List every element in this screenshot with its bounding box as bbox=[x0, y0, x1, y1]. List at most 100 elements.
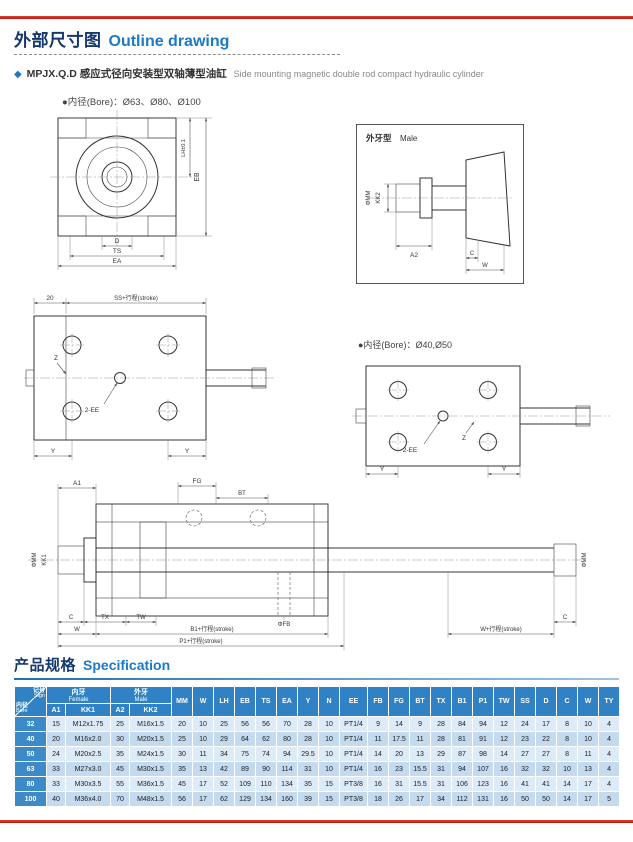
col-header: C bbox=[556, 686, 579, 717]
spec-cell: M36x1.5 bbox=[129, 776, 173, 792]
spec-cell: 34 bbox=[213, 746, 236, 762]
spec-cell: 84 bbox=[451, 716, 474, 732]
spec-cell: 15 bbox=[318, 791, 341, 807]
spec-cell: M48x1.5 bbox=[129, 791, 173, 807]
spec-cell: 31 bbox=[430, 776, 453, 792]
male-box-title-zh: 外牙型 bbox=[365, 133, 392, 143]
page-title-en: Outline drawing bbox=[108, 33, 230, 50]
dim-label-lh: LH±0.1 bbox=[181, 139, 187, 157]
spec-cell: 131 bbox=[472, 791, 495, 807]
male-box-title-en: Male bbox=[400, 134, 418, 143]
spec-cell: 20 bbox=[171, 716, 194, 732]
spec-cell: 94 bbox=[451, 761, 474, 777]
spec-cell: 15.5 bbox=[409, 761, 432, 777]
spec-cell: 123 bbox=[472, 776, 495, 792]
dim-label-ss-stroke: SS+行程(stroke) bbox=[114, 294, 158, 302]
col-header: D bbox=[535, 686, 558, 717]
spec-cell: 17 bbox=[409, 791, 432, 807]
spec-cell: 10 bbox=[577, 716, 600, 732]
side-view-large-drawing: 20 SS+行程(stroke) 2-EE Z Y Y bbox=[24, 294, 274, 460]
dim-label-c: C bbox=[470, 251, 475, 257]
spec-cell: 35 bbox=[297, 776, 320, 792]
section-view-drawing: ΦMM KK1 ΦMM A1 FG BT C TX bbox=[28, 478, 588, 650]
dim-label-y-left: Y bbox=[380, 466, 385, 473]
col-header: FG bbox=[388, 686, 411, 717]
spec-cell: 28 bbox=[430, 716, 453, 732]
col-header: BT bbox=[409, 686, 432, 717]
dim-label-b1-stroke: B1+行程(stroke) bbox=[190, 625, 233, 633]
spec-cell: 10 bbox=[318, 761, 341, 777]
spec-cell: 4 bbox=[598, 731, 621, 747]
col-header: W bbox=[192, 686, 215, 717]
bore-note-large: ●内径(Bore)：Ø63、Ø80、Ø100 bbox=[62, 97, 201, 108]
spec-cell: 45 bbox=[171, 776, 194, 792]
spec-cell: 56 bbox=[234, 716, 257, 732]
spec-cell: 14 bbox=[556, 776, 579, 792]
spec-heading-en: Specification bbox=[83, 657, 171, 673]
spec-cell: 16 bbox=[493, 776, 516, 792]
spec-cell: 29.5 bbox=[297, 746, 320, 762]
product-name-zh: 感应式径向安装型双轴薄型油缸 bbox=[79, 68, 227, 80]
spec-cell: M20x1.5 bbox=[129, 731, 173, 747]
spec-cell: 23 bbox=[388, 761, 411, 777]
spec-cell: 35 bbox=[171, 761, 194, 777]
col-header: TS bbox=[255, 686, 278, 717]
subcol-header-kk1: KK1 bbox=[64, 703, 112, 717]
spec-cell: 11 bbox=[409, 731, 432, 747]
col-header: EB bbox=[234, 686, 257, 717]
spec-cell: 80 bbox=[276, 731, 299, 747]
diamond-bullet: ◆ bbox=[14, 69, 22, 80]
col-header: SS bbox=[514, 686, 537, 717]
product-name-en: Side mounting magnetic double rod compac… bbox=[233, 69, 484, 79]
col-header: TW bbox=[493, 686, 516, 717]
spec-cell: 109 bbox=[234, 776, 257, 792]
bore-cell: 32 bbox=[14, 716, 47, 732]
spec-cell: 24 bbox=[46, 746, 66, 762]
spec-cell: 94 bbox=[276, 746, 299, 762]
dim-label-kk1: KK1 bbox=[42, 554, 48, 566]
spec-cell: 13 bbox=[409, 746, 432, 762]
spec-cell: 50 bbox=[535, 791, 558, 807]
spec-cell: 112 bbox=[451, 791, 474, 807]
dim-label-p1-stroke: P1+行程(stroke) bbox=[179, 637, 222, 645]
spec-cell: 17 bbox=[192, 791, 215, 807]
bore-note-small: ●内径(Bore)：Ø40,Ø50 bbox=[358, 340, 452, 350]
spec-cell: 39 bbox=[297, 791, 320, 807]
spec-cell: M12x1.75 bbox=[64, 716, 112, 732]
spec-cell: 27 bbox=[514, 746, 537, 762]
dim-label-d: D bbox=[115, 238, 120, 245]
spec-cell: 17 bbox=[577, 776, 600, 792]
spec-cell: 4 bbox=[598, 761, 621, 777]
spec-cell: 23 bbox=[514, 731, 537, 747]
spec-cell: 90 bbox=[255, 761, 278, 777]
spec-cell: 56 bbox=[171, 791, 194, 807]
bottom-rule bbox=[0, 820, 633, 823]
dim-label-fb: ΦFB bbox=[278, 622, 290, 628]
col-header: LH bbox=[213, 686, 236, 717]
product-line: ◆ MPJX.Q.D 感应式径向安装型双轴薄型油缸 Side mounting … bbox=[14, 66, 484, 81]
spec-cell: PT1/4 bbox=[339, 761, 369, 777]
spec-cell: 34 bbox=[430, 791, 453, 807]
spec-cell: 15 bbox=[46, 716, 66, 732]
side-view-small-drawing: 2-EE Z Y Y bbox=[352, 365, 610, 478]
spec-heading-zh: 产品规格 bbox=[14, 657, 77, 674]
spec-cell: 91 bbox=[472, 731, 495, 747]
spec-cell: 107 bbox=[472, 761, 495, 777]
dim-label-20: 20 bbox=[46, 295, 54, 302]
spec-cell: 64 bbox=[234, 731, 257, 747]
spec-cell: 134 bbox=[276, 776, 299, 792]
spec-cell: 4 bbox=[598, 776, 621, 792]
spec-cell: 31 bbox=[297, 761, 320, 777]
spec-cell: 55 bbox=[110, 776, 131, 792]
spec-cell: 32 bbox=[514, 761, 537, 777]
col-header: TY bbox=[598, 686, 621, 717]
spec-cell: 10 bbox=[192, 716, 215, 732]
col-header: MM bbox=[171, 686, 194, 717]
spec-cell: 134 bbox=[255, 791, 278, 807]
bore-cell: 50 bbox=[14, 746, 47, 762]
